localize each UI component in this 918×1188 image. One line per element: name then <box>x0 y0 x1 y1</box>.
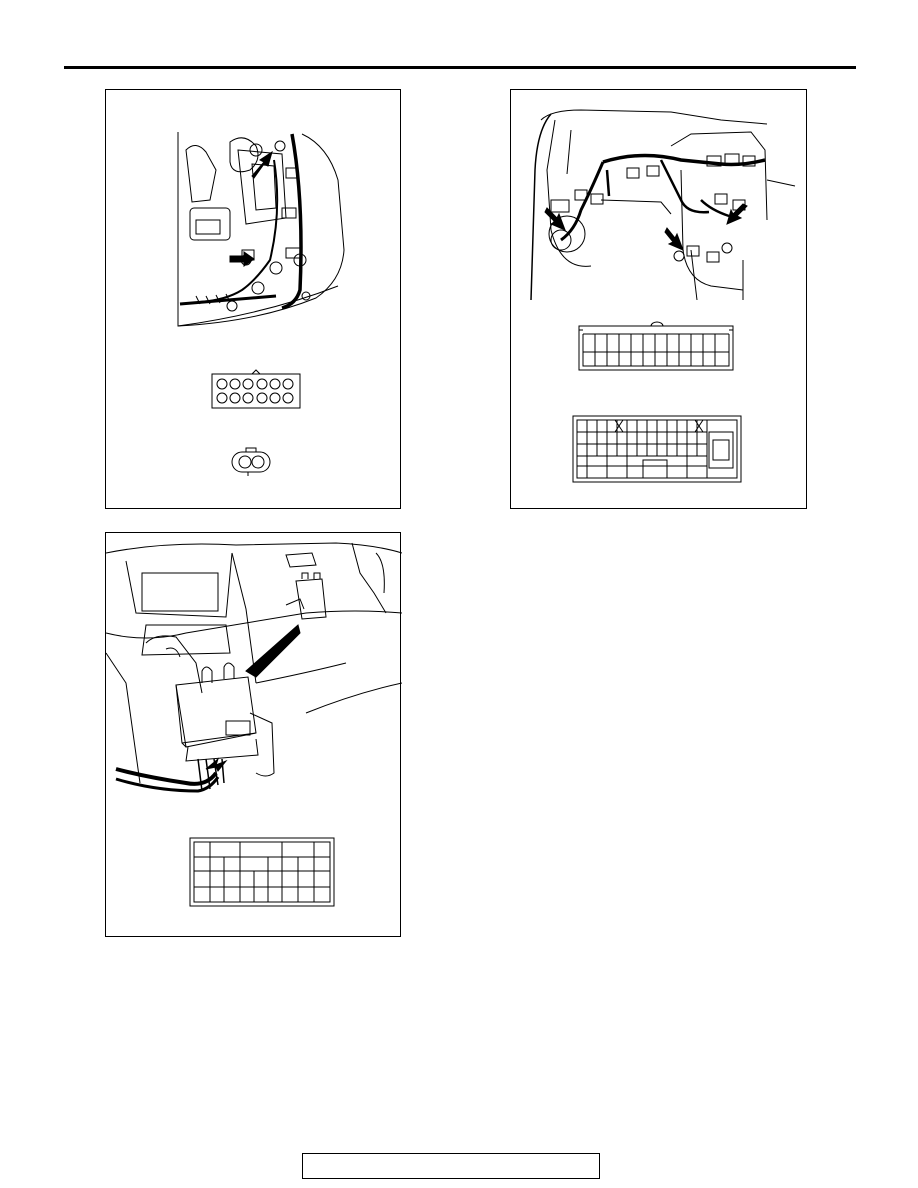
instrument-panel-illustration <box>530 109 796 483</box>
figure-center-console <box>105 532 402 937</box>
footer-page-reference <box>302 1153 600 1179</box>
connector-24-pin <box>578 321 734 371</box>
center-console-illustration <box>106 542 402 907</box>
connector-12-pin <box>211 369 301 409</box>
connector-2-pin <box>231 447 271 476</box>
figure-instrument-panel <box>510 89 807 509</box>
figure-engine-compartment <box>105 89 401 509</box>
engine-compartment-illustration <box>177 132 345 476</box>
control-unit-module <box>175 662 275 777</box>
connector-grid <box>189 837 335 907</box>
connector-large-multi-pin <box>572 415 742 483</box>
header-rule <box>64 66 856 69</box>
